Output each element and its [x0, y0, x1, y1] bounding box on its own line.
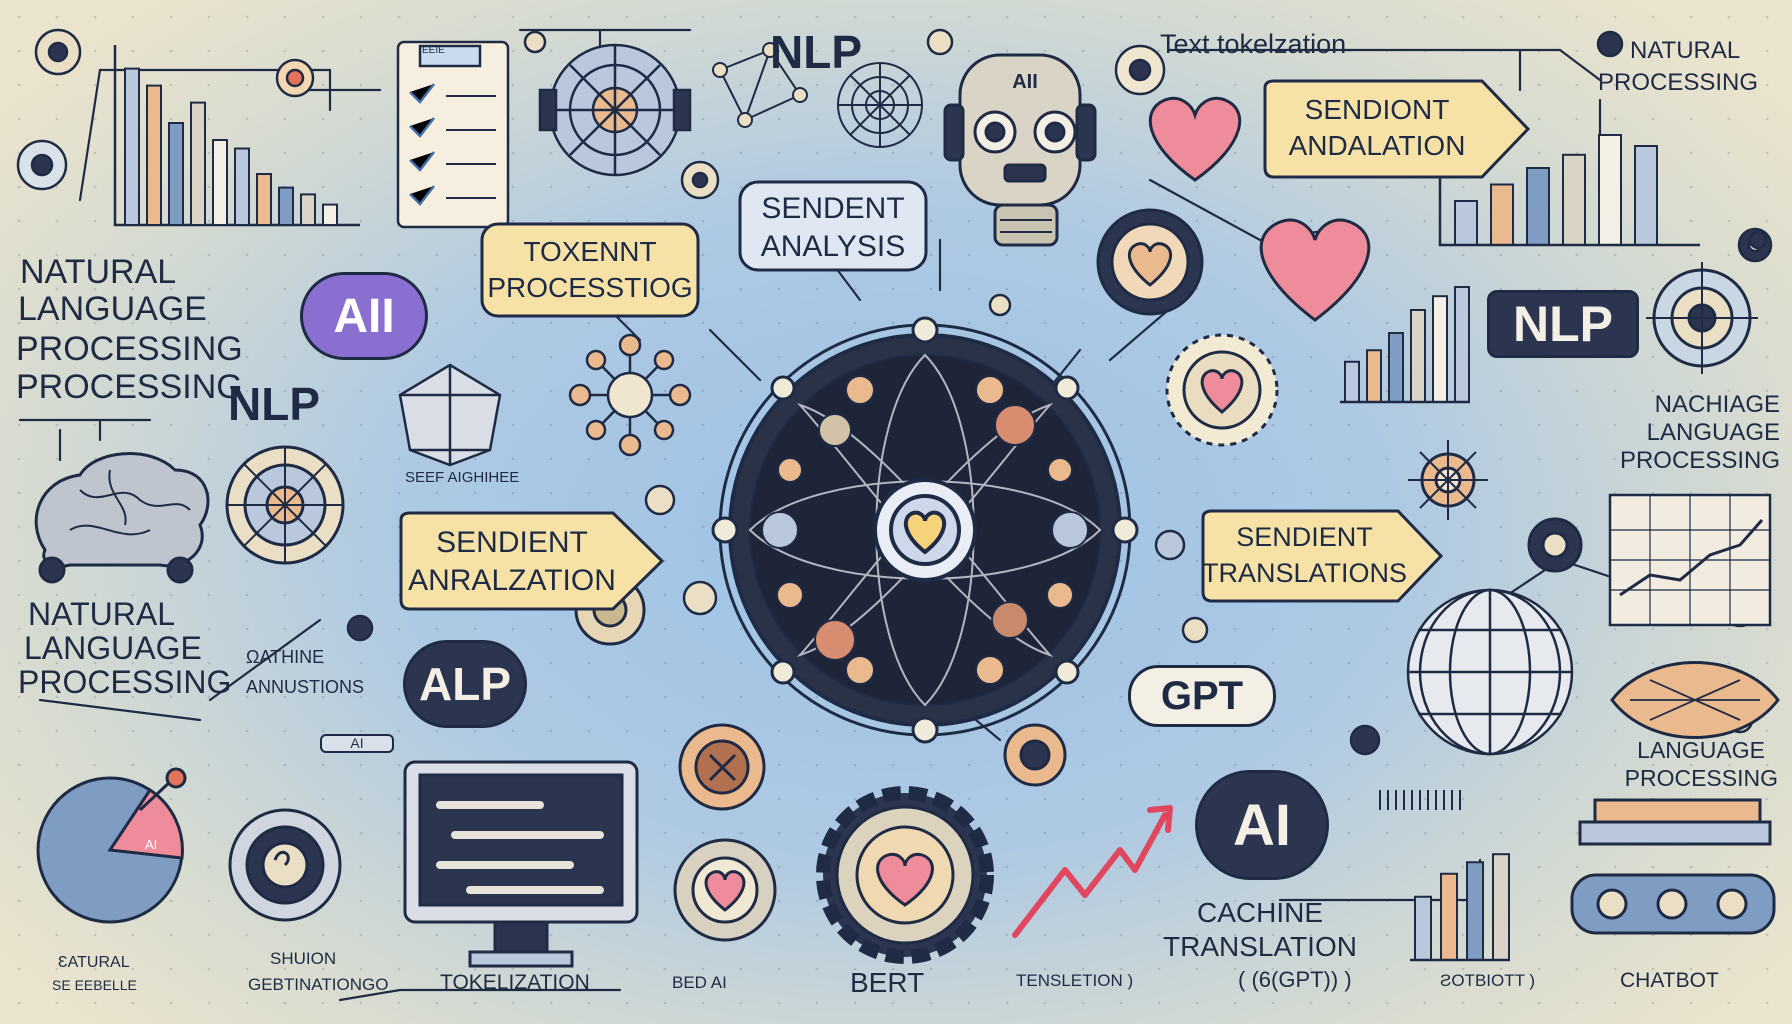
bar	[234, 147, 250, 226]
bottom-tokelization-label: TOKELIZATION	[440, 971, 590, 994]
bottom-chatbot-label: CHATBOT	[1620, 969, 1719, 992]
tag-line-1: SENDIENT	[436, 526, 588, 559]
bottom-natural-label-2: SE EEBELLE	[52, 977, 137, 993]
clipboard-tag-label: ЕEIE	[422, 45, 445, 56]
natural-left-label-3: PROCESSING	[16, 330, 243, 368]
machine-label-2: ANNUSTIONS	[246, 677, 365, 697]
nlp-left-label: NLP	[228, 378, 320, 430]
natural-top-right-label: NATURAL	[1630, 37, 1741, 64]
natural-left-label-2: LANGUAGE	[18, 290, 207, 328]
bar	[1634, 145, 1658, 246]
tag-line-1: SENDIENT	[1236, 522, 1373, 552]
tag-shape	[480, 222, 700, 318]
robot-forehead-label: AII	[1012, 71, 1038, 93]
bar	[300, 193, 316, 226]
ai-navy-badge: AI	[1195, 770, 1329, 880]
bar	[190, 101, 206, 226]
bar	[1366, 349, 1382, 403]
machine-label-1: ΩATHINE	[246, 647, 325, 667]
nachiage-label-3: PROCESSING	[1619, 447, 1780, 474]
language-processing-label-2: PROCESSING	[1624, 765, 1778, 791]
pie-slice-label: AI	[145, 837, 158, 852]
bar	[1440, 872, 1458, 961]
top-left-bar-chart	[124, 67, 338, 227]
bar	[322, 203, 338, 227]
tag-shape	[1263, 79, 1531, 179]
text-tokenization-label: Text tokelzation	[1160, 29, 1347, 59]
tokenent-processing-tag: TOXENNT PROCESSTIOG	[480, 222, 700, 318]
gpt-badge: GPT	[1128, 665, 1276, 727]
bar	[1562, 153, 1586, 246]
small-caption-label: SEEF AIGHIHEE	[405, 469, 520, 486]
tag-shape	[399, 511, 665, 611]
bottom-natural-label-1: ƐATURAL	[58, 954, 130, 971]
tag-line-2: ANDALATION	[1288, 130, 1466, 161]
cachine-label-1: CACHINE	[1196, 897, 1323, 928]
natural-left-b-label-2: LANGUAGE	[24, 630, 202, 666]
bar	[256, 173, 272, 226]
alp-badge: ALP	[403, 640, 527, 728]
bar	[1454, 286, 1470, 403]
bottom-scribble-label: ƧOTBIOTT )	[1440, 971, 1536, 990]
ai-small-tag: AI	[320, 734, 394, 753]
tag-shape	[738, 180, 928, 272]
bar	[146, 84, 162, 226]
bar	[1344, 360, 1360, 403]
tag-line-2: ANALYSIS	[760, 230, 906, 263]
right-bottom-bar-chart	[1414, 853, 1510, 962]
ai-purple-badge: AII	[300, 272, 428, 360]
nlp-top-label: NLP	[770, 26, 862, 78]
tag-line-1: SENDENT	[761, 192, 905, 225]
bar	[1466, 861, 1484, 961]
tag-line-2: PROCESSTIOG	[487, 272, 693, 303]
natural-left-b-label-1: NATURAL	[28, 596, 175, 632]
nlp-right-badge: NLP	[1487, 290, 1639, 358]
bar	[1454, 200, 1478, 246]
bottom-gpt-label: ( (6(GPT)) )	[1238, 967, 1352, 992]
bar	[1388, 332, 1404, 403]
sendiont-andalation-tag: SENDIONT ANDALATION	[1262, 78, 1532, 180]
sendient-anralization-tag: SENDIENT ANRALZATION	[398, 510, 666, 612]
nachiage-label-2: LANGUAGE	[1646, 419, 1780, 446]
bottom-bert-label: BERT	[850, 967, 925, 998]
bar	[278, 186, 294, 227]
natural-left-b-label-3: PROCESSING	[18, 664, 232, 700]
bottom-shuion-label-2: GEBTINATIONGO	[248, 975, 389, 994]
bar	[1598, 134, 1622, 246]
sendient-translations-tag: SENDIENT TRANSLATIONS	[1200, 508, 1445, 604]
bar	[1414, 895, 1432, 961]
cachine-label-2: TRANSLATION	[1163, 931, 1357, 962]
bar	[1432, 295, 1448, 404]
bar	[168, 122, 184, 226]
bar	[1492, 853, 1510, 962]
tag-line-2: TRANSLATIONS	[1201, 558, 1408, 588]
tag-shape	[1201, 509, 1444, 603]
bar	[1410, 309, 1426, 403]
sendent-analysis-tag: SENDENT ANALYSIS	[738, 180, 928, 272]
natural-left-label-1: NATURAL	[20, 253, 177, 291]
nachiage-label-1: NACHIAGE	[1654, 391, 1780, 418]
bottom-bed-ai-label: BED AI	[672, 973, 727, 992]
bar	[124, 67, 140, 226]
right-mid-bar-chart	[1344, 286, 1470, 404]
tag-line-1: TOXENNT	[523, 236, 657, 267]
tag-line-1: SENDIONT	[1304, 94, 1450, 125]
bottom-shuion-label-1: SHUION	[270, 949, 337, 968]
tag-line-2: ANRALZATION	[408, 564, 616, 597]
top-right-bar-chart	[1454, 134, 1658, 246]
bottom-translation-label: TENSLETION )	[1016, 971, 1134, 990]
processing-top-right-label: PROCESSING	[1598, 69, 1759, 96]
bar	[1490, 183, 1514, 246]
language-processing-label-1: LANGUAGE	[1637, 737, 1765, 763]
natural-left-label-4: PROCESSING	[16, 368, 243, 406]
bar	[212, 139, 228, 226]
